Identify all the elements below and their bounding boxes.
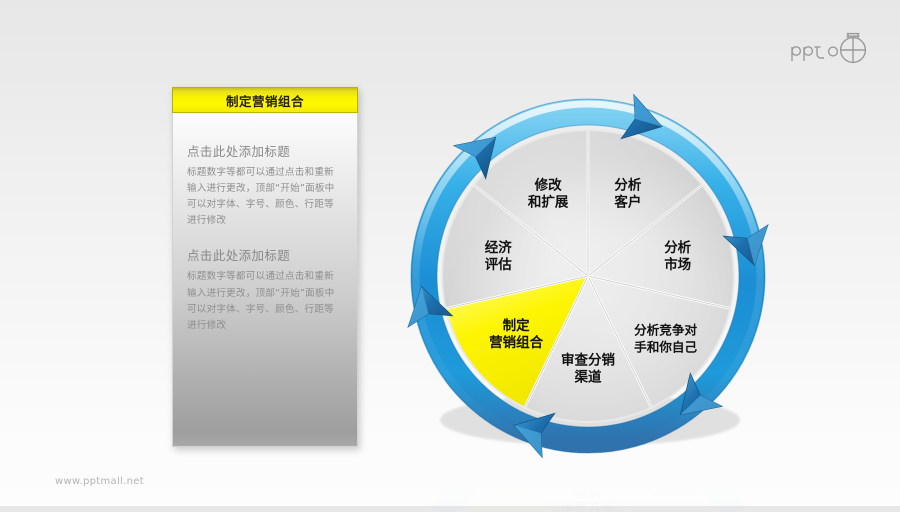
text-block-1: 点击此处添加标题 标题数字等都可以通过点击和重新输入进行更改，顶部“开始”面板中… bbox=[187, 141, 343, 229]
text-block-2: 点击此处添加标题 标题数字等都可以通过点击和重新输入进行更改，顶部“开始”面板中… bbox=[187, 245, 343, 333]
panel-title-text: 制定营销组合 bbox=[226, 91, 304, 110]
text-block-2-heading[interactable]: 点击此处添加标题 bbox=[187, 245, 343, 264]
cycle-wheel-diagram: 分析客户分析市场分析竞争对手和你自己审查分销渠道制定营销组合经济评估修改和扩展 bbox=[388, 76, 788, 476]
pie-label-review-channel: 审查分销渠道 bbox=[561, 483, 615, 512]
panel-title-bar: 制定营销组合 bbox=[172, 87, 358, 113]
text-block-1-heading[interactable]: 点击此处添加标题 bbox=[187, 141, 343, 160]
info-panel: 制定营销组合 点击此处添加标题 标题数字等都可以通过点击和重新输入进行更改，顶部… bbox=[172, 87, 358, 447]
pie-label-analyze-customer: 分析客户 bbox=[613, 177, 641, 211]
text-block-2-body[interactable]: 标题数字等都可以通过点击和重新输入进行更改，顶部“开始”面板中可以对字体、字号、… bbox=[187, 269, 343, 333]
panel-body: 点击此处添加标题 标题数字等都可以通过点击和重新输入进行更改，顶部“开始”面板中… bbox=[172, 113, 358, 447]
pptmall-logo bbox=[786, 28, 886, 70]
text-block-1-body[interactable]: 标题数字等都可以通过点击和重新输入进行更改，顶部“开始”面板中可以对字体、字号、… bbox=[187, 165, 343, 229]
footer-url: www.pptmall.net bbox=[55, 476, 144, 487]
